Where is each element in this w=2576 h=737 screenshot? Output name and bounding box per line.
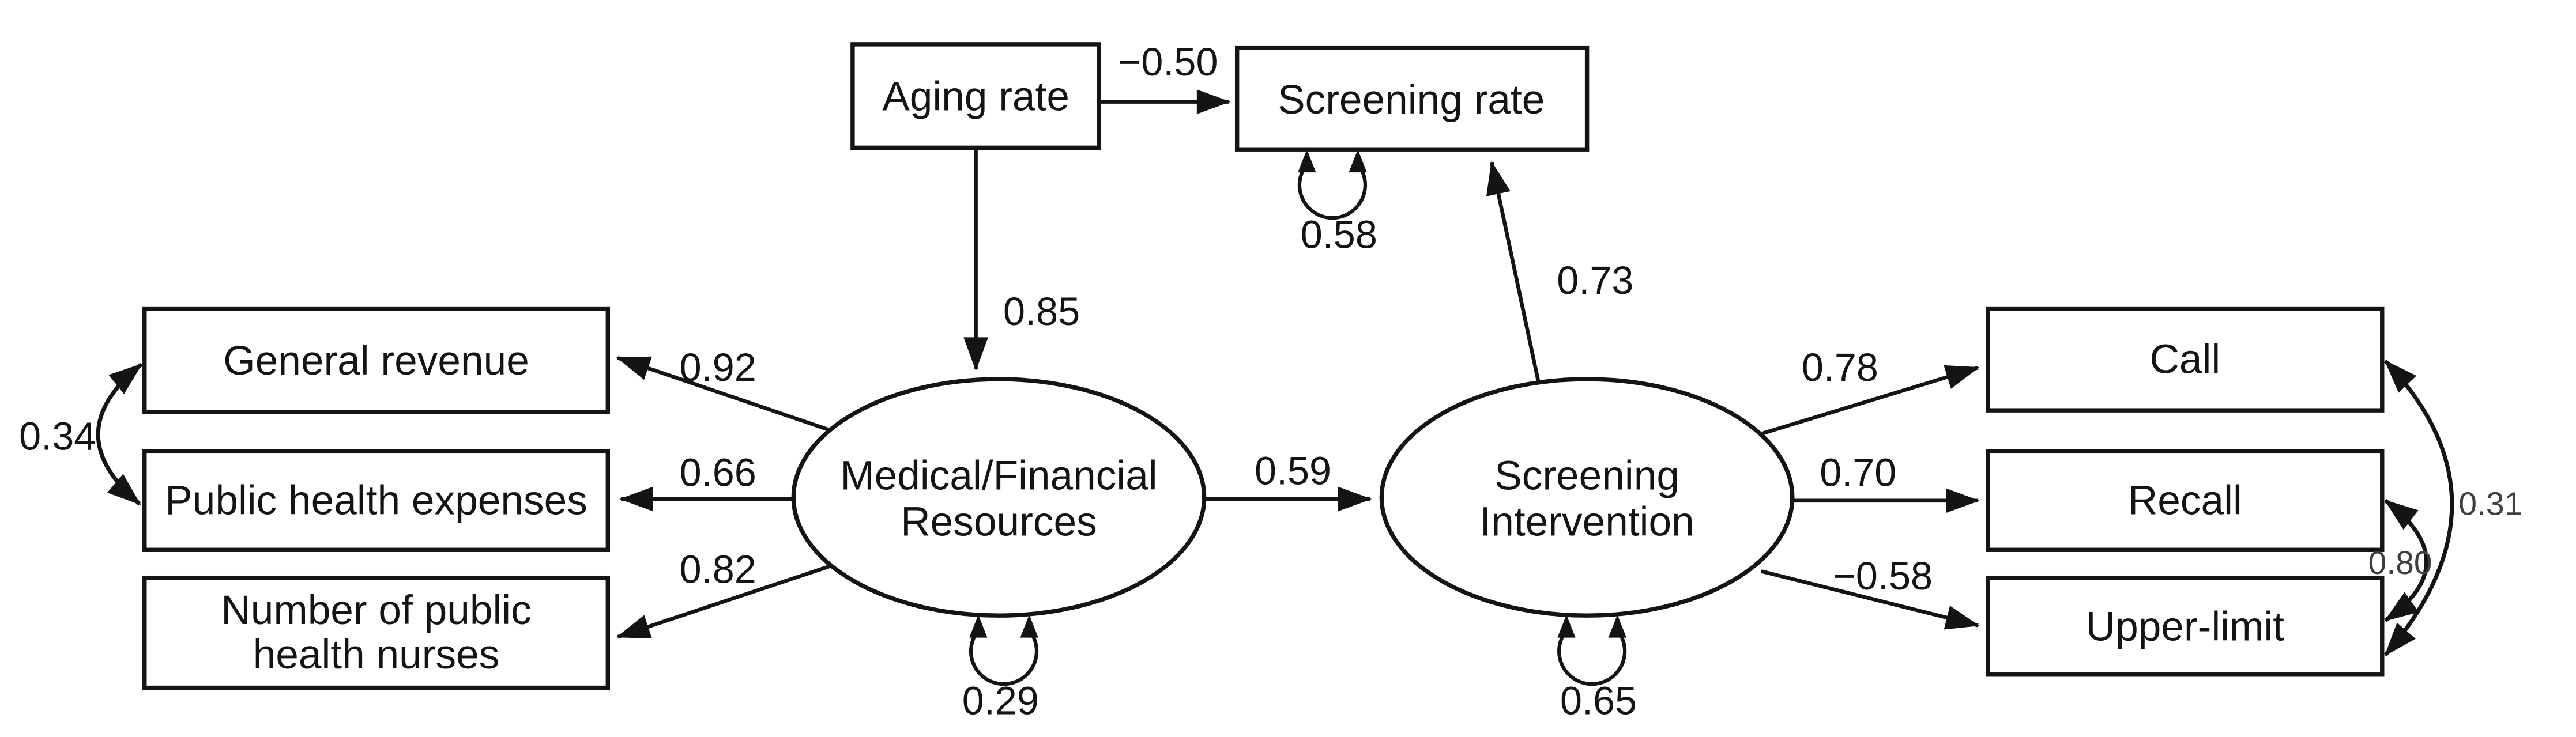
label-medical-financial-line2: Resources — [901, 499, 1097, 545]
label-aging-rate: Aging rate — [882, 74, 1069, 120]
arrowhead-icon — [1608, 614, 1626, 638]
label-screening-intervention-line1: Screening — [1494, 453, 1679, 499]
error-loop-arc — [969, 629, 1039, 686]
node-general-revenue-box — [142, 306, 611, 414]
node-upper-limit-box — [1986, 575, 2385, 677]
node-recall-box — [1986, 449, 2385, 552]
coef-call-upper-limit-covariance: 0.31 — [2458, 486, 2522, 523]
label-call: Call — [2149, 337, 2220, 382]
edge-medical-resources-to-general-revenue — [616, 356, 831, 432]
label-general-revenue: General revenue — [223, 338, 529, 384]
arrowhead-icon — [969, 614, 988, 638]
node-aging-rate-box — [850, 42, 1102, 150]
label-recall: Recall — [2128, 478, 2242, 523]
node-public-health-nurses-box — [142, 575, 611, 690]
coef-intervention-to-recall: 0.70 — [1820, 451, 1896, 494]
coef-recall-upper-limit-covariance: 0.80 — [2368, 545, 2432, 581]
coef-medical-to-expenses: 0.66 — [680, 451, 756, 494]
label-public-health-expenses: Public health expenses — [165, 478, 587, 523]
node-screening-rate-box — [1234, 45, 1590, 152]
label-upper-limit: Upper-limit — [2086, 604, 2285, 650]
coef-medical-to-general-revenue: 0.92 — [680, 346, 756, 390]
coef-aging-to-screening-rate: −0.50 — [1118, 40, 1218, 84]
edge-screening-intervention-to-screening-rate — [1486, 161, 1543, 395]
arrowhead-icon — [1020, 614, 1038, 638]
node-screening-intervention-ellipse — [1379, 377, 1795, 618]
coef-intervention-to-screening-rate: 0.73 — [1557, 259, 1633, 303]
covariance-arc-recall-upper-limit — [2384, 498, 2429, 622]
arrowhead-icon — [1298, 149, 1316, 173]
error-loop-screening-intervention — [1557, 614, 1627, 686]
covariance-arc-revenue-expenses — [96, 362, 143, 506]
node-public-health-expenses-box — [142, 449, 611, 552]
label-screening-intervention-line2: Intervention — [1479, 499, 1694, 545]
coef-intervention-error: 0.65 — [1560, 679, 1637, 723]
node-call-box — [1986, 306, 2385, 413]
edge-medical-resources-to-public-health-nurses — [616, 564, 831, 639]
coef-medical-to-nurses: 0.82 — [680, 547, 756, 591]
label-public-health-nurses-line2: health nurses — [253, 632, 500, 678]
error-loop-arc — [1297, 163, 1368, 220]
coef-medical-to-intervention: 0.59 — [1255, 449, 1331, 493]
arrowhead-icon — [1557, 614, 1576, 638]
error-loop-arc — [1557, 629, 1627, 686]
coef-medical-error: 0.29 — [962, 679, 1039, 723]
edge-screening-intervention-to-upper-limit — [1760, 569, 1980, 630]
coef-screening-rate-error: 0.58 — [1301, 213, 1377, 256]
error-loop-medical-resources — [969, 614, 1039, 686]
edge-screening-intervention-to-call — [1762, 365, 1980, 436]
label-screening-rate: Screening rate — [1278, 77, 1545, 123]
arrowhead-icon — [1349, 149, 1367, 173]
node-medical-financial-resources-ellipse — [791, 377, 1207, 618]
label-medical-financial-line1: Medical/Financial — [840, 453, 1157, 499]
error-loop-screening-rate — [1297, 149, 1368, 220]
label-public-health-nurses-line1: Number of public — [221, 588, 531, 633]
coef-revenue-expenses-covariance: 0.34 — [19, 415, 96, 459]
coef-intervention-to-upper-limit: −0.58 — [1833, 554, 1933, 598]
coef-aging-to-medical: 0.85 — [1003, 290, 1080, 334]
coef-intervention-to-call: 0.78 — [1802, 346, 1878, 390]
